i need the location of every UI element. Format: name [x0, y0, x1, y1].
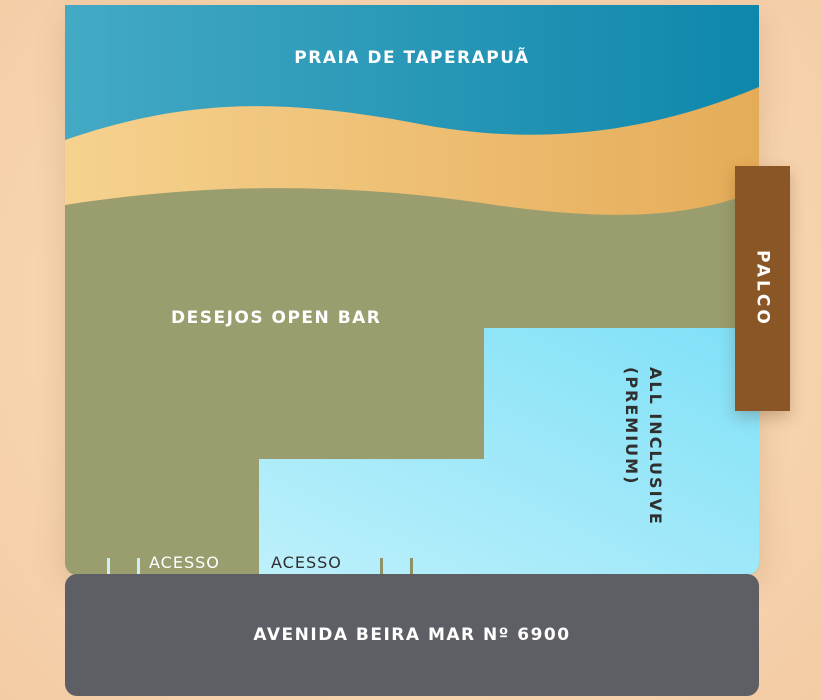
access-left-label: ACESSO — [149, 553, 220, 572]
all-inclusive-label: ALL INCLUSIVE (PREMIUM) — [622, 367, 665, 526]
access-right-label: ACESSO — [271, 553, 342, 572]
map-areas — [65, 5, 759, 575]
access-marker-left-2 — [137, 558, 140, 575]
access-marker-left-1 — [107, 558, 110, 575]
avenue-block: AVENIDA BEIRA MAR Nº 6900 — [65, 574, 759, 696]
venue-map: PRAIA DE TAPERAPUÃ DESEJOS OPEN BAR ALL … — [65, 5, 759, 575]
open-bar-label: DESEJOS OPEN BAR — [171, 308, 382, 328]
access-marker-right-2 — [410, 558, 413, 575]
avenue-label: AVENIDA BEIRA MAR Nº 6900 — [253, 625, 571, 645]
access-marker-right-1 — [380, 558, 383, 575]
beach-label: PRAIA DE TAPERAPUÃ — [294, 48, 530, 68]
stage-block: PALCO — [735, 166, 790, 411]
stage-label: PALCO — [752, 250, 773, 327]
all-inclusive-area — [259, 328, 759, 575]
